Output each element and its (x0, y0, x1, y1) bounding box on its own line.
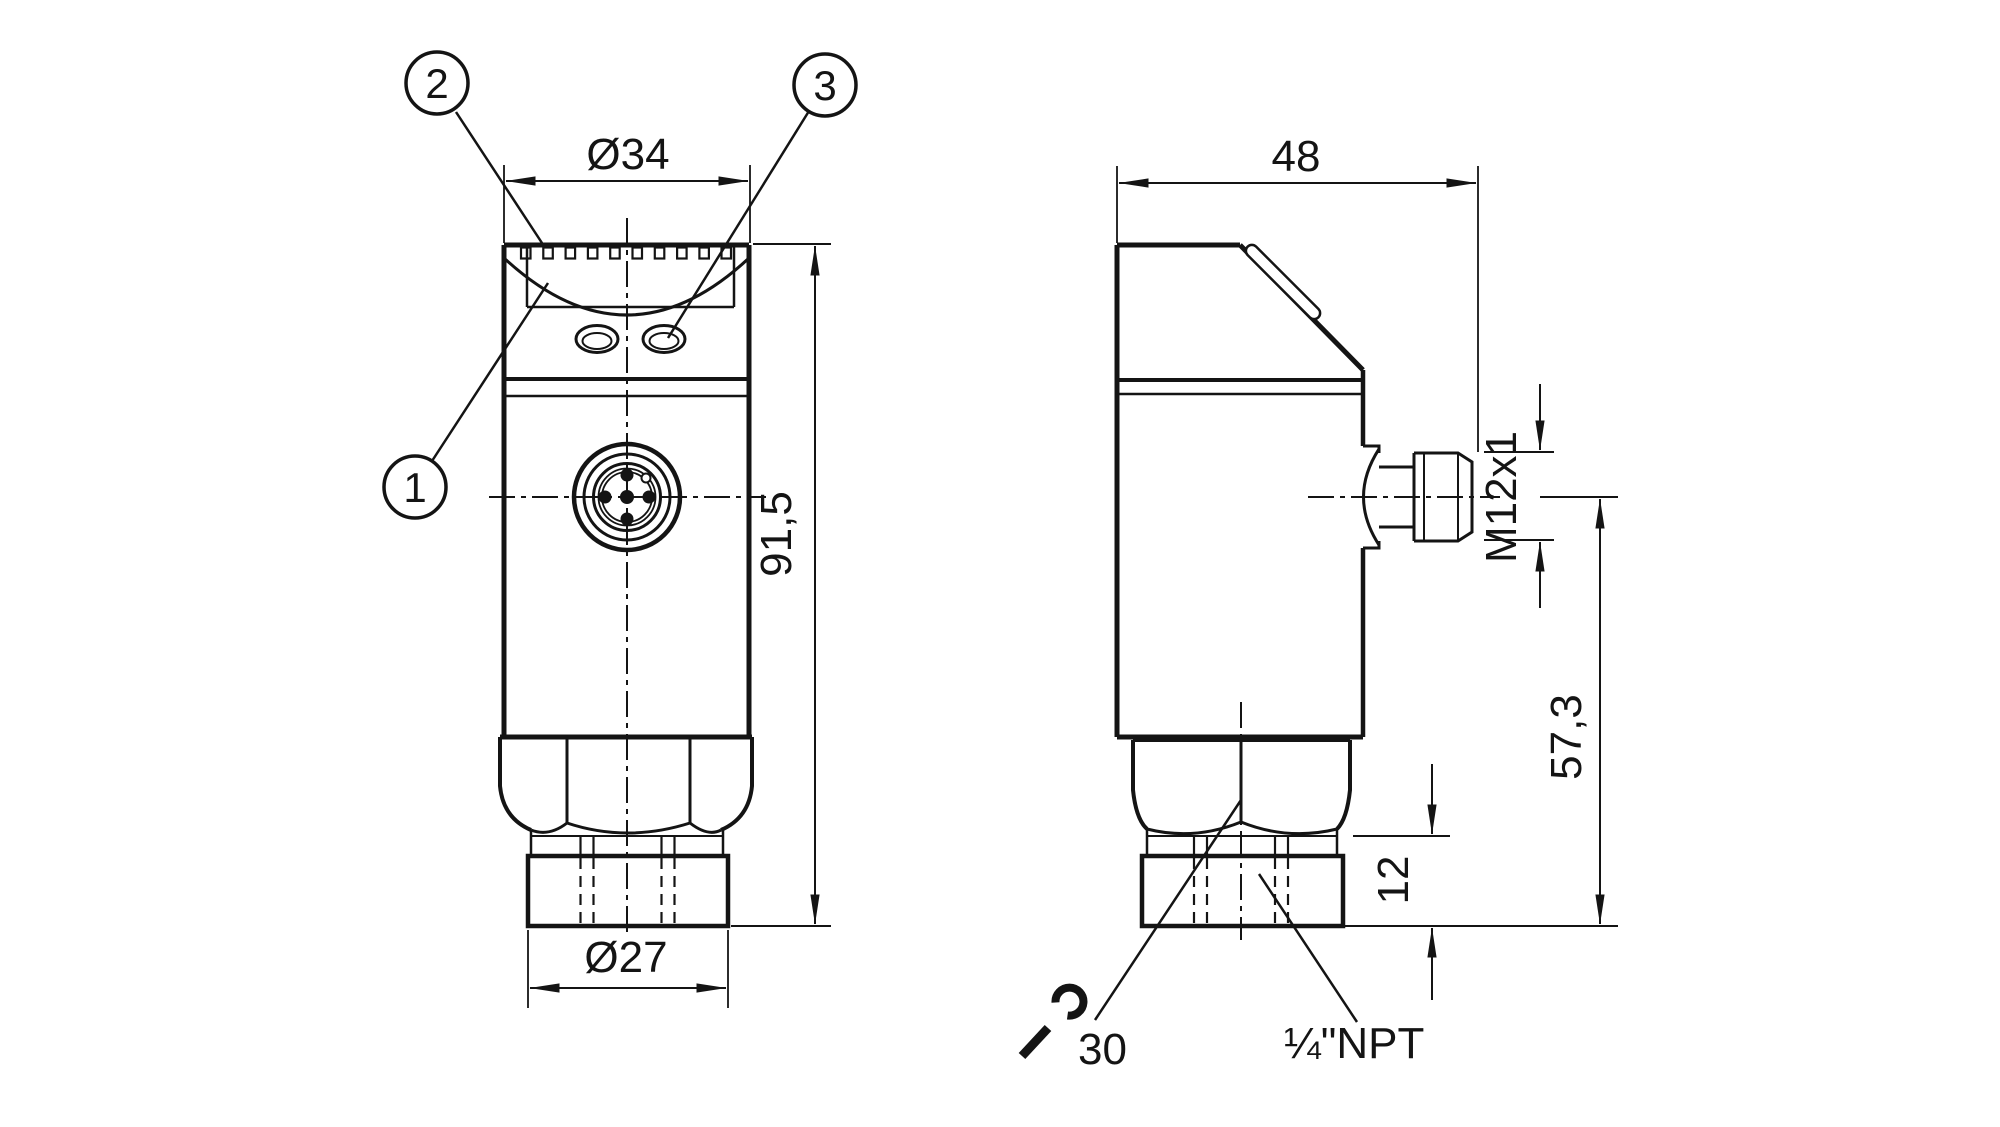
callout-3: 3 (666, 52, 858, 339)
pushbutton-left (574, 324, 620, 354)
front-internal-thread-lines (579, 836, 676, 924)
connector-pin (642, 490, 656, 504)
callouts: 2 3 1 (382, 50, 858, 520)
process-thread-label: ¼"NPT (1284, 1019, 1424, 1068)
front-hex-nut (498, 737, 754, 835)
connector-pin (598, 490, 612, 504)
side-internal-thread-lines (1192, 836, 1290, 924)
callout-2: 2 (404, 50, 544, 244)
dim-label-housing-depth: 48 (1272, 132, 1321, 181)
npt-leader-line (1257, 873, 1359, 1023)
dim-label-port-length: 12 (1369, 856, 1418, 905)
side-hex-nut (1131, 738, 1352, 836)
dim-label-port-diameter: Ø27 (584, 933, 667, 982)
dim-label-head-diameter: Ø34 (586, 130, 669, 179)
wrench-size-label: 30 (1078, 1025, 1127, 1074)
front-view (489, 218, 766, 938)
pushbutton-right (641, 324, 687, 354)
dim-label-overall-height: 91,5 (752, 491, 801, 577)
connector-pin (620, 468, 634, 482)
dim-label-height-below-connector: 57,3 (1542, 694, 1591, 780)
callout-1-leader (430, 282, 550, 462)
wrench-icon (1018, 983, 1088, 1060)
callout-2-number: 2 (425, 60, 448, 107)
connector-keying-notch (640, 472, 652, 484)
callout-1: 1 (382, 282, 550, 520)
callout-3-number: 3 (813, 62, 836, 109)
process-thread-annotation: ¼"NPT (1257, 873, 1424, 1068)
callout-3-leader (666, 110, 811, 339)
callout-1-number: 1 (403, 464, 426, 511)
front-dimensions: Ø34 91,5 Ø27 (503, 130, 831, 1008)
display-edge-slot (1244, 243, 1322, 321)
wrench-size-annotation: 30 (1018, 799, 1243, 1074)
callout-2-leader (454, 111, 544, 244)
side-port-block (1139, 853, 1346, 929)
dim-label-connector-thread: M12x1 (1477, 431, 1526, 563)
side-view (1114, 242, 1500, 940)
wrench-leader-line (1093, 799, 1243, 1021)
side-dimensions: 48 M12x1 57,3 12 30 ¼"NPT (1018, 132, 1618, 1074)
